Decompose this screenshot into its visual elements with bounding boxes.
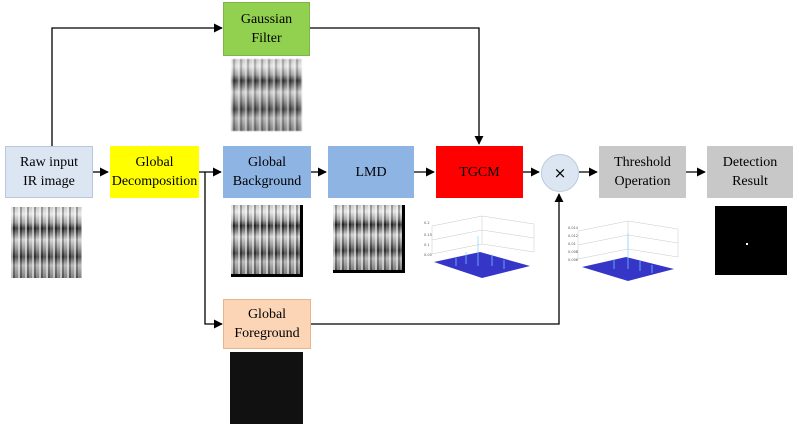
lmd-label: LMD bbox=[355, 164, 387, 180]
svg-text:0.006: 0.006 bbox=[568, 258, 578, 262]
global-foreground-node: Global Foreground bbox=[223, 299, 311, 349]
multiply-node: × bbox=[541, 154, 579, 192]
svg-text:0.01: 0.01 bbox=[568, 242, 576, 246]
svg-text:0.1: 0.1 bbox=[424, 243, 430, 247]
svg-text:0.012: 0.012 bbox=[568, 234, 578, 238]
gaussian-filter-thumbnail bbox=[231, 59, 302, 131]
edge-decomposition-to-foreground bbox=[204, 172, 223, 329]
global-foreground-label: Global Foreground bbox=[234, 307, 300, 341]
tgcm-node: TGCM bbox=[436, 146, 523, 198]
detection-result-thumbnail bbox=[715, 206, 787, 275]
global-decomposition-label: Global Decomposition bbox=[111, 155, 198, 189]
svg-text:0.05: 0.05 bbox=[424, 253, 432, 257]
raw-input-thumbnail bbox=[11, 207, 82, 278]
threshold-operation-label: Threshold Operation bbox=[614, 155, 671, 189]
svg-text:0.15: 0.15 bbox=[424, 233, 432, 237]
global-background-thumbnail bbox=[231, 205, 303, 277]
tgcm-surface-base bbox=[434, 252, 530, 278]
gaussian-filter-node: Gaussian Filter bbox=[223, 2, 310, 56]
detection-result-label: Detection Result bbox=[722, 155, 778, 189]
detected-target-dot bbox=[746, 243, 748, 245]
raw-input-node: Raw input IR image bbox=[5, 146, 93, 198]
tgcm-surface-plot: 0.2 0.15 0.1 0.05 bbox=[424, 215, 535, 278]
threshold-surface-plot: 0.014 0.012 0.01 0.008 0.006 bbox=[568, 220, 679, 281]
svg-text:0.014: 0.014 bbox=[568, 226, 579, 230]
tgcm-label: TGCM bbox=[459, 164, 500, 180]
raw-input-label: Raw input IR image bbox=[20, 155, 78, 189]
multiply-symbol: × bbox=[553, 164, 567, 182]
detection-result-node: Detection Result bbox=[707, 146, 793, 198]
global-background-label: Global Background bbox=[232, 155, 302, 189]
gaussian-filter-label: Gaussian Filter bbox=[240, 12, 293, 46]
lmd-node: LMD bbox=[328, 146, 414, 198]
global-background-node: Global Background bbox=[223, 146, 311, 198]
threshold-operation-node: Threshold Operation bbox=[599, 146, 686, 198]
lmd-thumbnail bbox=[333, 205, 405, 273]
svg-text:0.008: 0.008 bbox=[568, 250, 578, 254]
svg-text:0.2: 0.2 bbox=[424, 221, 430, 225]
edge-foreground-to-multiply bbox=[311, 193, 564, 325]
edge-raw-to-gaussian bbox=[51, 23, 223, 146]
global-decomposition-node: Global Decomposition bbox=[110, 146, 199, 198]
global-foreground-thumbnail bbox=[230, 352, 303, 424]
edge-gaussian-to-tgcm bbox=[310, 27, 484, 145]
